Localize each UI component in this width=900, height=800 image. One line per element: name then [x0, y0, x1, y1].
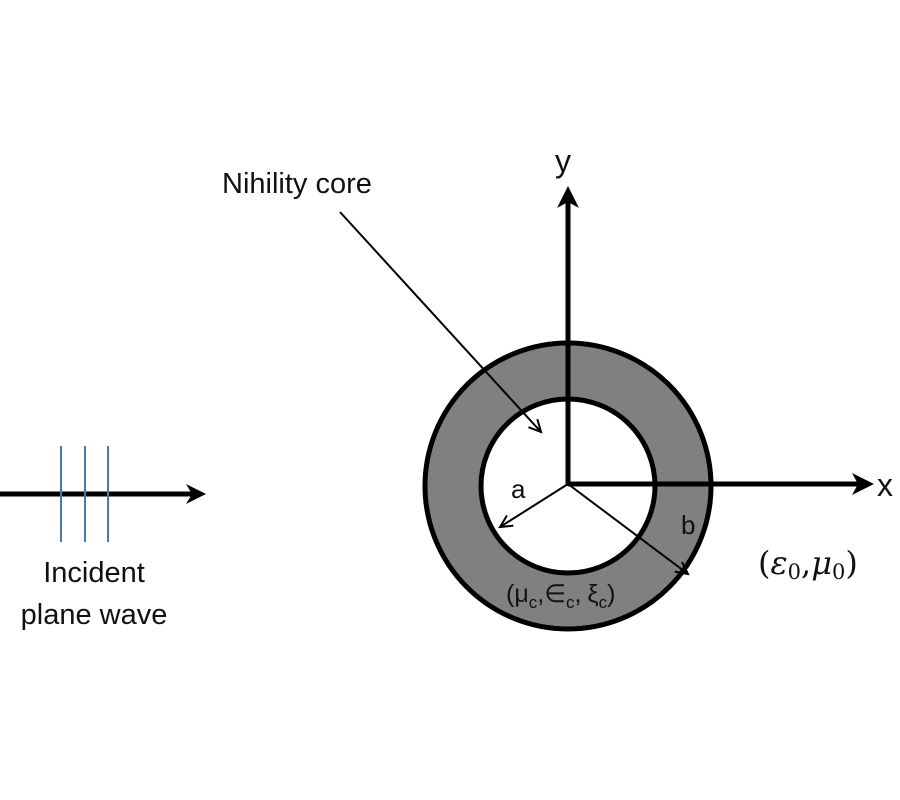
- shell-parameters: (μc,∈c,ξc): [506, 580, 615, 612]
- radius-a-arrow: [500, 483, 569, 527]
- x-axis-label: x: [877, 467, 893, 503]
- x-axis-arrowhead: [852, 473, 874, 495]
- core-pointer-arrow: [339, 211, 541, 432]
- y-axis-arrowhead: [557, 186, 579, 208]
- radius-a-label: a: [511, 474, 526, 504]
- incident-label-line2: plane wave: [21, 599, 168, 631]
- incident-arrowhead: [186, 484, 206, 504]
- radius-b-arrow: [567, 483, 688, 574]
- background-parameters: (ε0,μ0): [758, 544, 858, 584]
- y-axis-label: y: [555, 143, 571, 179]
- radius-b-label: b: [681, 510, 695, 540]
- incident-label-line1: Incident: [43, 557, 145, 589]
- nihility-core-label: Nihility core: [222, 168, 372, 200]
